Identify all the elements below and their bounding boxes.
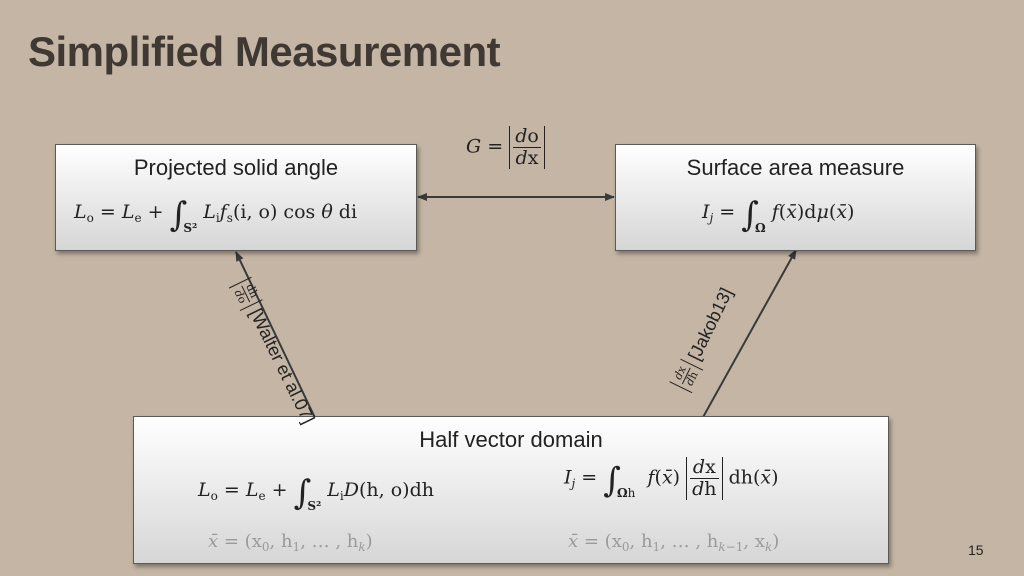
projected-solid-angle-label: Projected solid angle	[133, 155, 339, 180]
slide-number: 15	[968, 542, 984, 558]
path-vector-definition-right: x̄ = (x0, h1, … , hk−1, xk)	[568, 531, 780, 554]
surface-area-measure-label: Surface area measure	[686, 155, 905, 180]
half-vector-domain-label: Half vector domain	[419, 427, 603, 452]
half-vector-domain-box: Half vector domain Lo = Le + ∫S² LiD(h, …	[133, 416, 889, 564]
half-vector-rendering-equation: Lo = Le + ∫S² LiD(h, o)dh	[198, 473, 434, 513]
path-vector-definition-left: x̄ = (x0, h1, … , hk)	[208, 531, 373, 554]
projected-rendering-equation: Lo = Le + ∫S² Lifs(i, o) cos θ di	[74, 195, 358, 235]
arrow-surface-half	[686, 249, 797, 447]
slide-title: Simplified Measurement	[28, 28, 501, 75]
surface-measurement-equation: Ij = ∫Ω f(x̄)dμ(x̄)	[702, 195, 855, 235]
projected-solid-angle-box: Projected solid angle Lo = Le + ∫S² Lifs…	[55, 144, 417, 251]
surface-area-measure-box: Surface area measure Ij = ∫Ω f(x̄)dμ(x̄)	[615, 144, 976, 251]
